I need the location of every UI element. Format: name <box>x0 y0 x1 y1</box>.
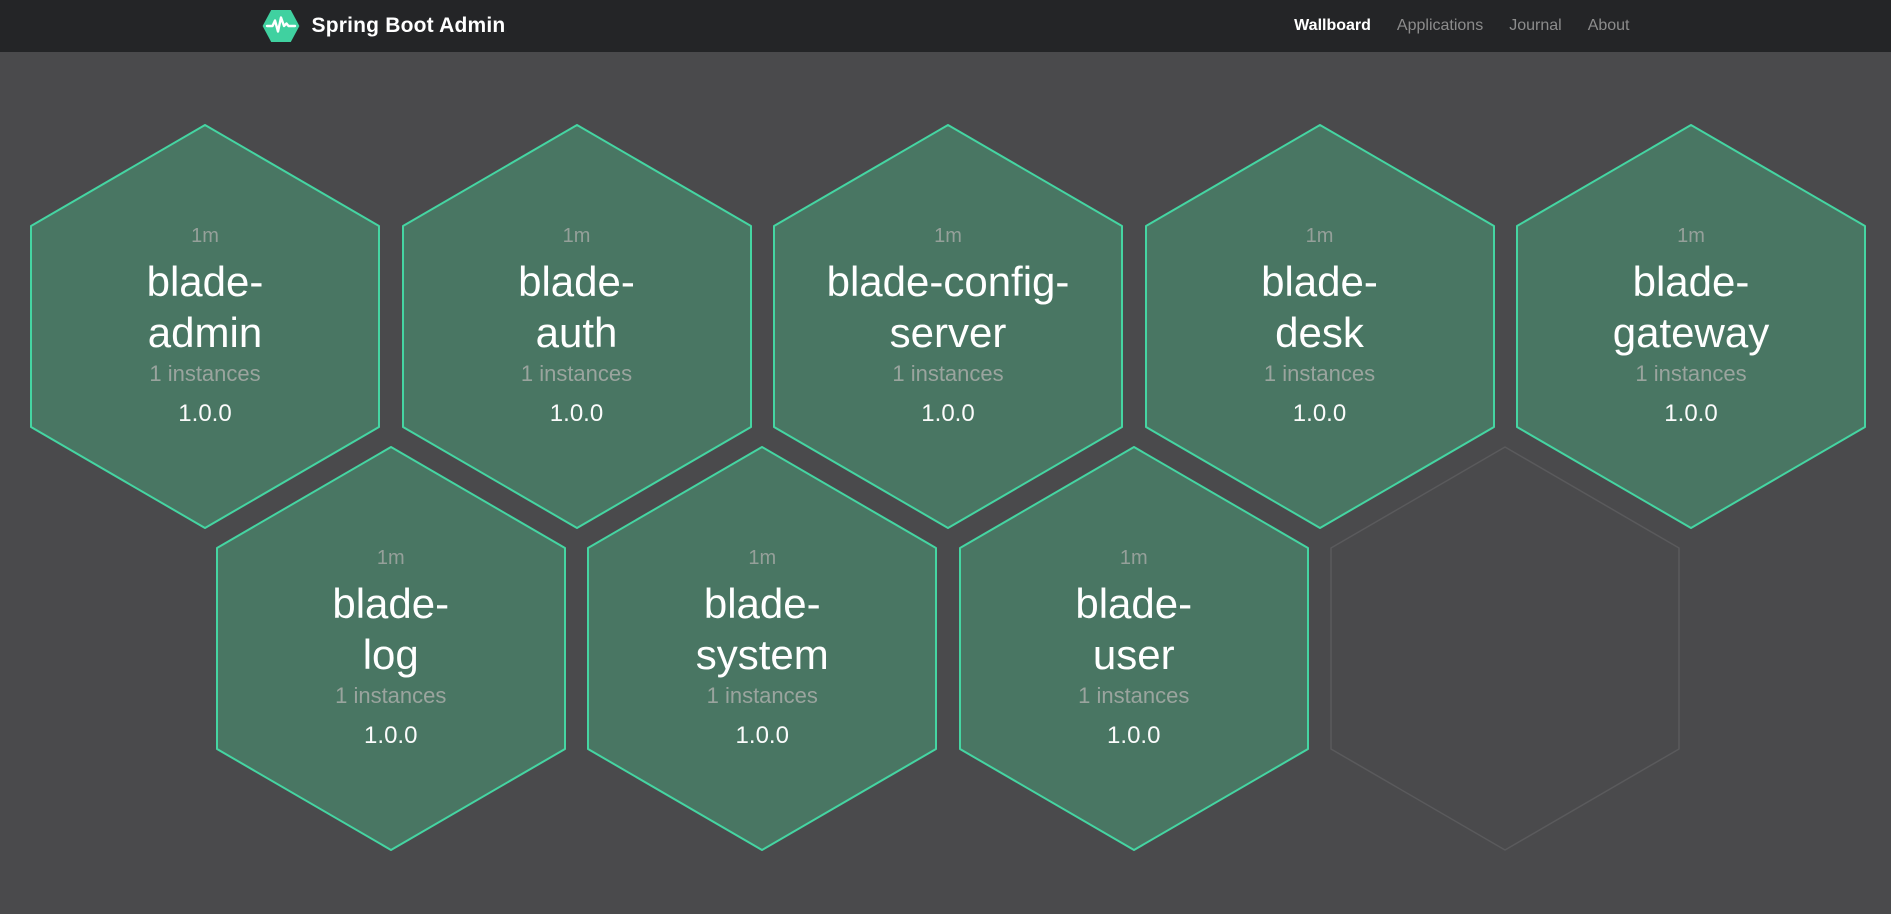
app-instances: 1 instances <box>892 360 1004 386</box>
app-name: blade-log <box>332 580 450 679</box>
app-uptime: 1m <box>1677 225 1705 248</box>
app-instances: 1 instances <box>1078 682 1190 708</box>
app-uptime: 1m <box>1305 225 1334 248</box>
nav-item-about[interactable]: About <box>1587 17 1630 34</box>
app-uptime: 1m <box>934 225 962 248</box>
app-instances: 1 instances <box>335 682 447 708</box>
app-instances: 1 instances <box>706 682 818 708</box>
app-name: blade-user <box>1075 580 1193 679</box>
hexagon-tile-blade-log[interactable]: 1m blade-log 1 instances 1.0.0 <box>215 445 567 852</box>
hexagon-shape <box>401 124 752 529</box>
nav-item-journal[interactable]: Journal <box>1509 17 1562 34</box>
hexagon-tile-blade-system[interactable]: 1m blade-system 1 instances 1.0.0 <box>586 445 938 852</box>
brand-link[interactable]: Spring Boot Admin <box>262 9 506 43</box>
app-name: blade-system <box>695 580 829 679</box>
app-name: blade-admin <box>146 258 264 357</box>
app-name: blade-gateway <box>1612 258 1770 357</box>
app-version: 1.0.0 <box>178 400 232 428</box>
app-uptime: 1m <box>562 225 591 248</box>
app-uptime: 1m <box>748 547 777 570</box>
wallboard: 1m blade-admin 1 instances 1.0.0 1m blad… <box>0 52 1891 914</box>
app-version: 1.0.0 <box>1292 400 1347 428</box>
hexagon-placeholder <box>1329 445 1681 852</box>
app-instances: 1 instances <box>1263 360 1376 386</box>
hexagon-shape <box>215 446 566 851</box>
app-name: blade-config-server <box>826 258 1070 357</box>
top-navbar: Spring Boot Admin Wallboard Applications J… <box>0 0 1891 52</box>
app-name: blade-auth <box>518 258 635 357</box>
hexagon-shape <box>1144 124 1495 529</box>
hexagon-shape <box>773 124 1123 529</box>
hexagon-tile-blade-auth[interactable]: 1m blade-auth 1 instances 1.0.0 <box>401 123 753 530</box>
app-name: blade-desk <box>1261 258 1378 357</box>
hexagon-tile-blade-desk[interactable]: 1m blade-desk 1 instances 1.0.0 <box>1144 123 1496 530</box>
hexagon-outline <box>1330 446 1680 851</box>
hexagon-shape <box>587 446 938 851</box>
app-version: 1.0.0 <box>364 722 418 750</box>
app-uptime: 1m <box>376 547 405 570</box>
hexagon-shape <box>958 446 1309 851</box>
hexagon-tile-blade-user[interactable]: 1m blade-user 1 instances 1.0.0 <box>958 445 1310 852</box>
app-uptime: 1m <box>1119 547 1148 570</box>
app-version: 1.0.0 <box>735 722 789 750</box>
hexagon-shape <box>1516 124 1866 529</box>
hexagon-tile-blade-gateway[interactable]: 1m blade-gateway 1 instances 1.0.0 <box>1515 123 1867 530</box>
nav-item-applications[interactable]: Applications <box>1396 17 1484 34</box>
app-title: Spring Boot Admin <box>311 14 506 37</box>
app-version: 1.0.0 <box>921 400 975 428</box>
app-instances: 1 instances <box>520 360 633 386</box>
app-version: 1.0.0 <box>549 400 604 428</box>
app-instances: 1 instances <box>149 360 261 386</box>
hexagon-tile-blade-config-server[interactable]: 1m blade-config-server 1 instances 1.0.0 <box>772 123 1124 530</box>
app-version: 1.0.0 <box>1664 400 1718 428</box>
hexagon-tile-blade-admin[interactable]: 1m blade-admin 1 instances 1.0.0 <box>29 123 381 530</box>
main-nav: Wallboard Applications Journal About <box>1294 17 1629 35</box>
nav-item-wallboard[interactable]: Wallboard <box>1294 17 1371 34</box>
hexagon-pulse-icon <box>262 9 300 43</box>
app-uptime: 1m <box>191 225 219 248</box>
hexagon-shape <box>30 124 380 529</box>
app-version: 1.0.0 <box>1107 722 1161 750</box>
app-instances: 1 instances <box>1635 360 1747 386</box>
